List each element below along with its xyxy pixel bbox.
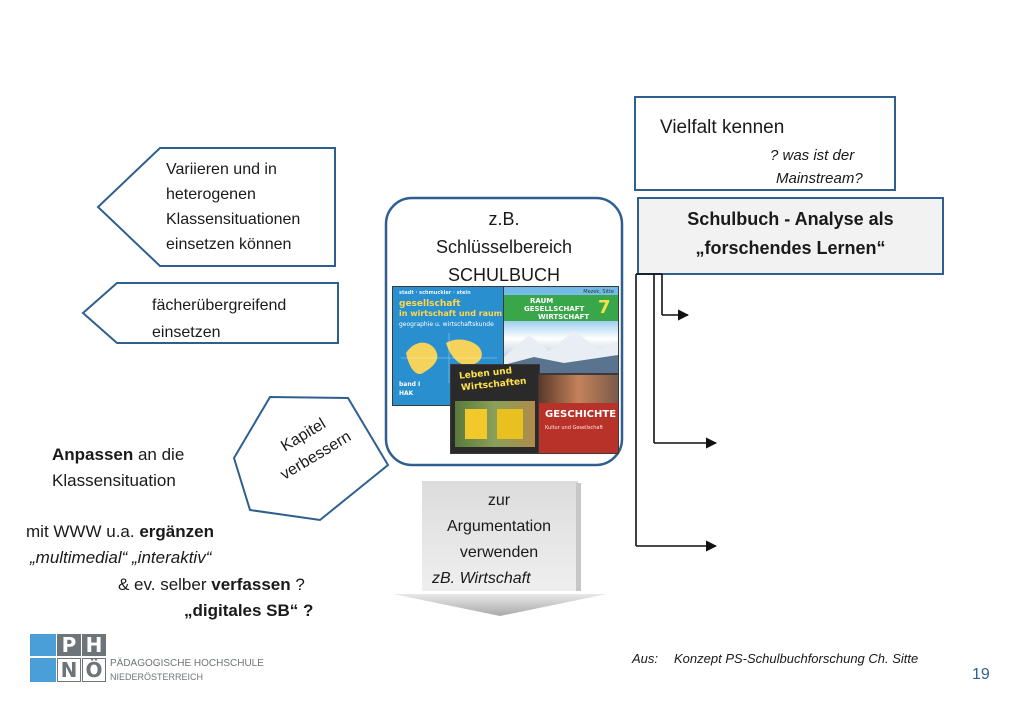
faecher-line-1: fächerübergreifend <box>152 297 287 314</box>
variieren-arrow-shape <box>96 147 336 267</box>
school-name: PÄDAGOGISCHE HOCHSCHULE <box>110 658 264 669</box>
schluesselbereich-label: Schlüsselbereich <box>435 237 573 257</box>
school-region: NIEDERÖSTERREICH <box>110 672 204 682</box>
book-collage: stadt · schmuckler · stein gesellschaft … <box>392 286 619 454</box>
faecher-text: fächerübergreifend einsetzen <box>152 292 286 346</box>
klassensituation-line: Klassensituation <box>52 471 176 490</box>
book1-title-2: in wirtschaft und raum <box>399 309 503 318</box>
zb-label: z.B. <box>488 209 520 229</box>
source-label: Aus: <box>632 651 659 666</box>
logo-letter-n: N <box>57 658 81 682</box>
book1-hak: HAK <box>399 390 414 397</box>
mainstream-question-2: Mainstream? <box>776 170 863 187</box>
book2-title-1: RAUM <box>530 297 554 305</box>
book1-subtitle: geographie u. wirtschaftskunde <box>399 321 494 328</box>
vielfalt-kennen-label: Vielfalt kennen <box>660 117 785 138</box>
argumentation-box-shape <box>422 481 578 591</box>
logo-letter-h: H <box>82 634 106 656</box>
schulbuch-heading: z.B. Schlüsselbereich SCHULBUCH <box>390 205 618 289</box>
verfassen-bold: verfassen <box>211 575 291 594</box>
verfassen-line: & ev. selber verfassen ? <box>118 572 305 597</box>
argumentation-line-4: zB. Wirtschaft <box>432 570 531 587</box>
www-line: mit WWW u.a. ergänzen <box>26 519 214 544</box>
variieren-line-3: Klassensituationen <box>166 211 301 228</box>
www-bold: ergänzen <box>139 522 214 541</box>
anpassen-line: Anpassen an die <box>52 442 184 467</box>
book2-number: 7 <box>598 297 611 318</box>
variieren-text: Variieren und in heterogenen Klassensitu… <box>166 157 300 257</box>
anpassen-rest: an die <box>133 445 185 464</box>
analyse-tree-connectors <box>635 273 718 552</box>
anpassen-bold: Anpassen <box>52 445 134 464</box>
book2-title-3: WIRTSCHAFT <box>538 313 590 321</box>
book2-authors: Mezek, Sitte <box>583 289 614 295</box>
analyse-box-shape <box>637 197 944 275</box>
variieren-line-1: Variieren und in <box>166 161 277 178</box>
variieren-line-4: einsetzen können <box>166 236 292 253</box>
www-pre: mit WWW u.a. <box>26 522 140 541</box>
book1-band: band I <box>399 381 421 388</box>
book-cover-raum: Mezek, Sitte RAUM GESELLSCHAFT WIRTSCHAF… <box>503 286 619 374</box>
mainstream-question-1: ? was ist der <box>770 147 855 164</box>
logo-letter-p: P <box>57 634 81 656</box>
book4-title: GESCHICHTE <box>545 409 617 420</box>
schulbuch-label: SCHULBUCH <box>447 265 561 285</box>
argumentation-text: zur Argumentation verwenden zB. Wirtscha… <box>422 488 576 592</box>
source-text: Konzept PS-Schulbuchforschung Ch. Sitte <box>674 651 919 666</box>
book-cover-leben: Leben und Wirtschaften <box>450 364 540 454</box>
analyse-line-2: „forschendes Lernen“ <box>695 238 886 258</box>
book1-title-1: gesellschaft <box>399 299 461 309</box>
phnoe-logo: P H N Ö <box>30 634 106 684</box>
book2-title-2: GESELLSCHAFT <box>524 305 585 313</box>
page-number: 19 <box>972 666 990 683</box>
book1-authors: stadt · schmuckler · stein <box>399 290 471 296</box>
book4-subtitle: Kultur und Gesellschaft <box>545 425 604 431</box>
verfassen-pre: & ev. selber <box>118 575 212 594</box>
faecher-arrow-shape <box>81 282 339 344</box>
vielfalt-box-shape <box>634 96 896 191</box>
multimedial-line: „multimedial“ „interaktiv“ <box>30 548 212 567</box>
verfassen-post: ? <box>290 575 305 594</box>
book-cover-geschichte: GESCHICHTE Kultur und Gesellschaft <box>538 374 619 454</box>
down-arrow-shape <box>393 594 607 616</box>
analyse-text: Schulbuch - Analyse als „forschendes Ler… <box>640 205 941 263</box>
faecher-line-2: einsetzen <box>152 324 221 341</box>
variieren-line-2: heterogenen <box>166 186 256 203</box>
kapitel-arrow-shape <box>232 395 390 522</box>
logo-letter-oe: Ö <box>82 658 106 682</box>
book-cover-gesellschaft: stadt · schmuckler · stein gesellschaft … <box>392 286 504 406</box>
analyse-line-1: Schulbuch - Analyse als <box>687 209 894 229</box>
argumentation-line-1: zur <box>487 492 511 509</box>
digitales-sb-line: „digitales SB“ ? <box>184 601 314 620</box>
argumentation-line-2: Argumentation <box>446 518 552 535</box>
argumentation-line-3: verwenden <box>459 544 539 561</box>
